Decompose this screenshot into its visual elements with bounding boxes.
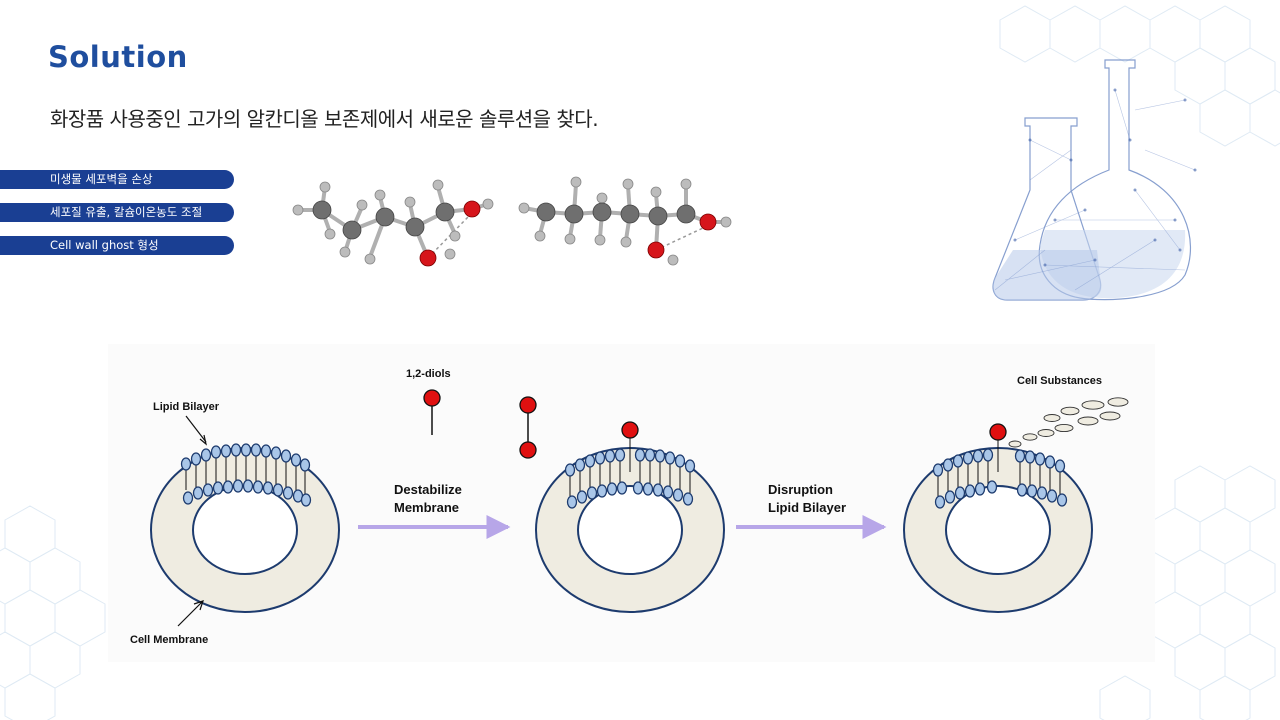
cell-destabilized: [535, 421, 725, 613]
lab-flask-illustration: [992, 59, 1197, 301]
diols-label: 1,2-diols: [406, 368, 451, 380]
mechanism-diagram-svg: Lipid Bilayer Cell Membrane 1,2-diols De…: [130, 368, 1129, 646]
diol-molecules: 1,2-diols: [406, 368, 537, 459]
cell-substances-label: Cell Substances: [1017, 375, 1102, 387]
cell-intact: Lipid Bilayer Cell Membrane: [130, 401, 340, 646]
feature-pill-cytoplasm-leak: 세포질 유출, 칼슘이온농도 조절: [0, 203, 234, 222]
cell-disrupted: Cell Substances: [903, 375, 1129, 613]
feature-pill-cell-wall-damage: 미생물 세포벽을 손상: [0, 170, 234, 189]
feature-pill-cell-wall-ghost: Cell wall ghost 형성: [0, 236, 234, 255]
lipid-bilayer-label: Lipid Bilayer: [153, 401, 220, 413]
mechanism-diagram: Lipid Bilayer Cell Membrane 1,2-diols De…: [108, 344, 1155, 662]
alkanediol-molecule-1: [292, 179, 494, 267]
page-subtitle: 화장품 사용중인 고가의 알칸디올 보존제에서 새로운 솔루션을 찾다.: [50, 107, 599, 131]
destabilize-label-line2: Membrane: [394, 500, 459, 515]
disruption-arrow: Disruption Lipid Bilayer: [736, 482, 887, 539]
disruption-label-line1: Disruption: [768, 482, 833, 497]
destabilize-arrow: Destabilize Membrane: [358, 482, 511, 539]
destabilize-label-line1: Destabilize: [394, 482, 462, 497]
page-title: Solution: [48, 40, 188, 74]
cell-membrane-label: Cell Membrane: [130, 634, 208, 646]
lipid-bilayer-intact: [180, 443, 312, 507]
cell-substances-particles: [1008, 397, 1129, 448]
alkanediol-molecule-2: [518, 176, 732, 266]
disruption-label-line2: Lipid Bilayer: [768, 500, 846, 515]
